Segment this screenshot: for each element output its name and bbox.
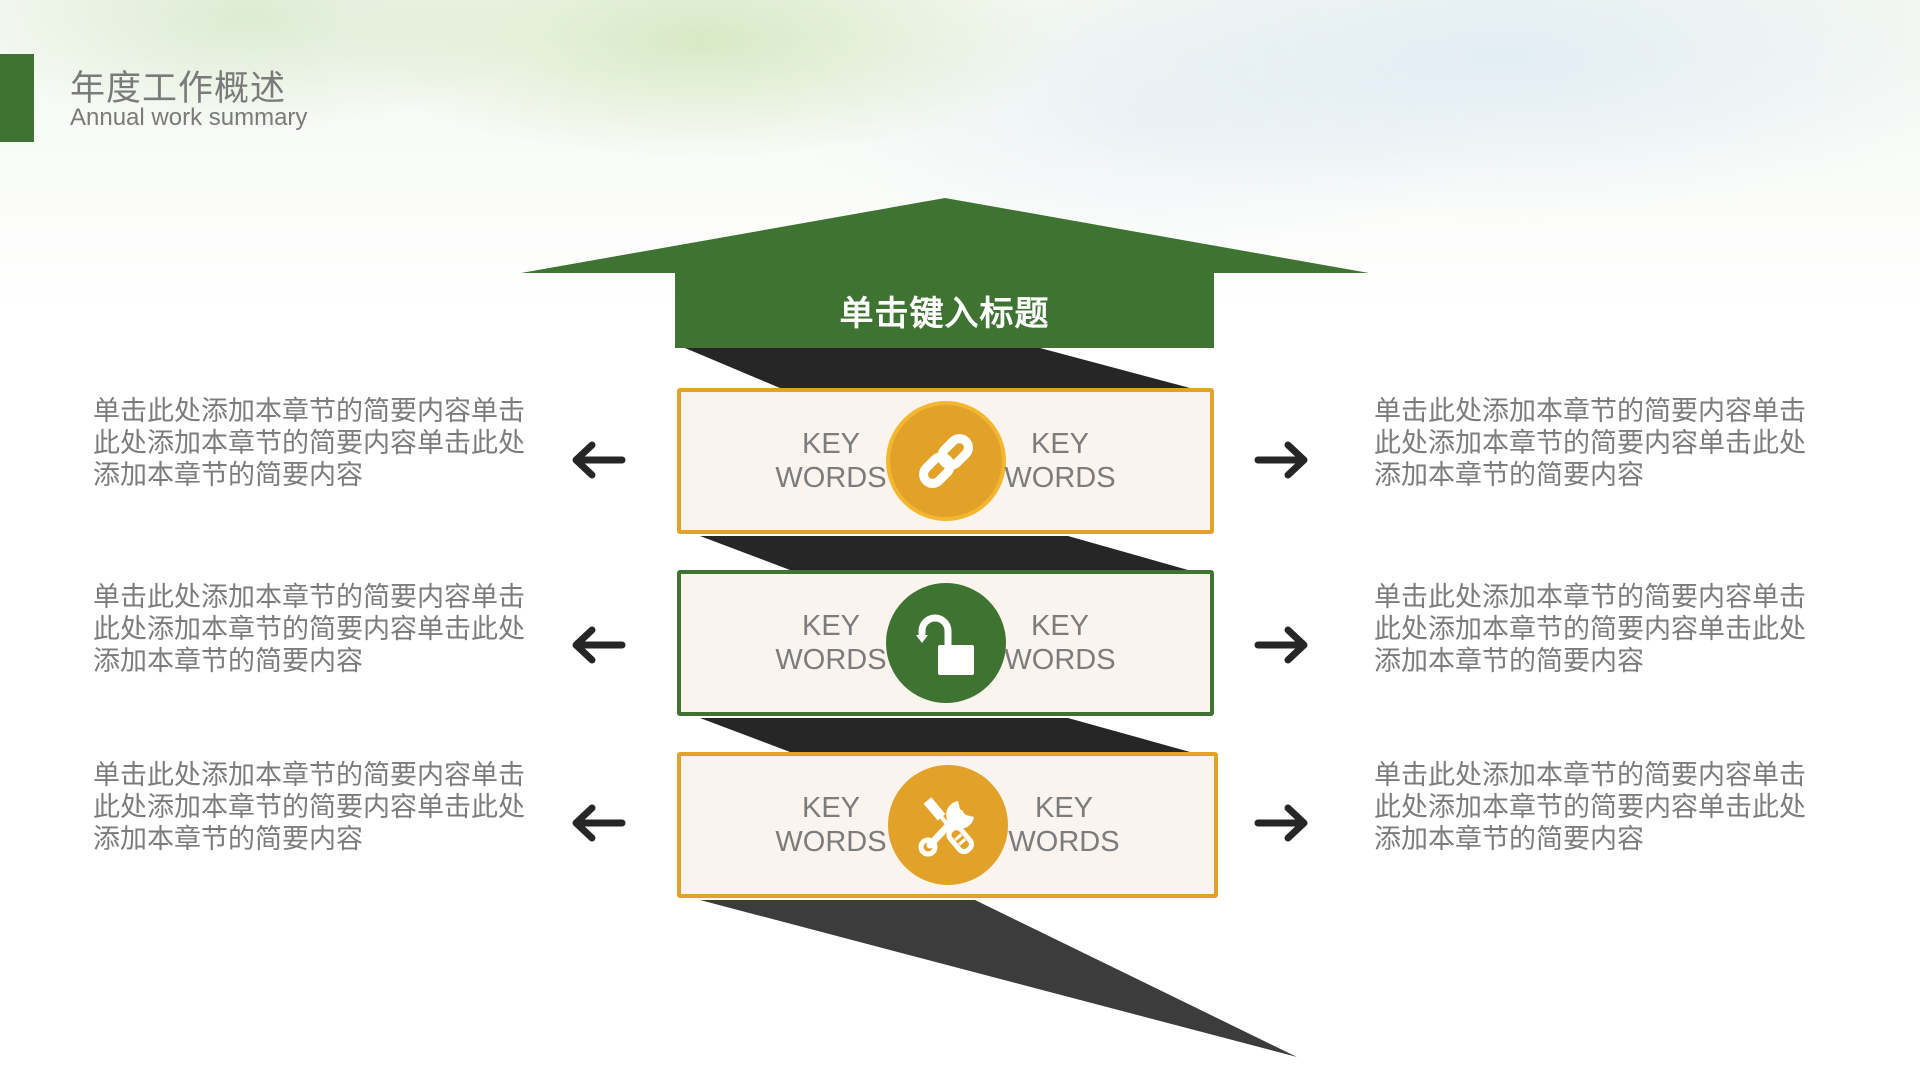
icon-circle-2 (885, 583, 1006, 703)
link-icon (918, 434, 973, 488)
keyword-line: KEY (801, 792, 861, 824)
diagram-title[interactable]: 单击键入标题 (839, 294, 1050, 334)
keyword-right-2: KEY WORDS (970, 574, 1150, 712)
keyword-line: KEY (1034, 792, 1094, 824)
band-1 (685, 348, 1190, 388)
keyword-line: WORDS (775, 826, 887, 858)
keyword-line: WORDS (1008, 826, 1120, 858)
arrow-left-icon (572, 441, 626, 479)
arrow-right-icon (1254, 804, 1308, 842)
keyword-box-3[interactable]: KEY WORDS KEY WORDS (677, 752, 1218, 898)
title-arrow-shape (521, 198, 1369, 348)
keyword-line: WORDS (775, 462, 887, 494)
keyword-line: KEY (801, 610, 861, 642)
keyword-line: WORDS (775, 644, 887, 676)
icon-circle-1 (885, 401, 1006, 521)
right-description-3[interactable]: 单击此处添加本章节的简要内容单击此处添加本章节的简要内容单击此处添加本章节的简要… (1374, 760, 1806, 855)
page-subtitle: Annual work summary (70, 104, 308, 131)
left-description-3[interactable]: 单击此处添加本章节的简要内容单击此处添加本章节的简要内容单击此处添加本章节的简要… (93, 760, 525, 855)
keyword-left-2: KEY WORDS (741, 574, 921, 712)
keyword-line: WORDS (1004, 644, 1116, 676)
keyword-left-3: KEY WORDS (741, 756, 921, 894)
tail (700, 900, 1297, 1057)
page-title: 年度工作概述 (70, 69, 287, 109)
keyword-line: KEY (1030, 428, 1090, 460)
band-3 (700, 718, 1190, 752)
keyword-line: KEY (801, 428, 861, 460)
arrow-left-icon (572, 804, 626, 842)
keyword-right-1: KEY WORDS (970, 392, 1150, 530)
keyword-right-3: KEY WORDS (974, 756, 1154, 894)
arrow-left-icon (572, 626, 626, 664)
tools-icon (918, 797, 974, 857)
keyword-line: WORDS (1004, 462, 1116, 494)
left-description-1[interactable]: 单击此处添加本章节的简要内容单击此处添加本章节的简要内容单击此处添加本章节的简要… (93, 396, 525, 491)
band-2 (700, 536, 1188, 570)
right-description-2[interactable]: 单击此处添加本章节的简要内容单击此处添加本章节的简要内容单击此处添加本章节的简要… (1374, 582, 1806, 677)
right-description-1[interactable]: 单击此处添加本章节的简要内容单击此处添加本章节的简要内容单击此处添加本章节的简要… (1374, 396, 1806, 491)
arrow-right-icon (1254, 626, 1308, 664)
icon-circle-3 (887, 765, 1008, 885)
keyword-box-1[interactable]: KEY WORDS KEY WORDS (677, 388, 1214, 534)
unlock-icon (915, 614, 974, 675)
header-accent-bar (0, 54, 34, 142)
keyword-left-1: KEY WORDS (741, 392, 921, 530)
arrow-right-icon (1254, 441, 1308, 479)
keyword-line: KEY (1030, 610, 1090, 642)
keyword-box-2[interactable]: KEY WORDS KEY WORDS (677, 570, 1214, 716)
left-description-2[interactable]: 单击此处添加本章节的简要内容单击此处添加本章节的简要内容单击此处添加本章节的简要… (93, 582, 525, 677)
